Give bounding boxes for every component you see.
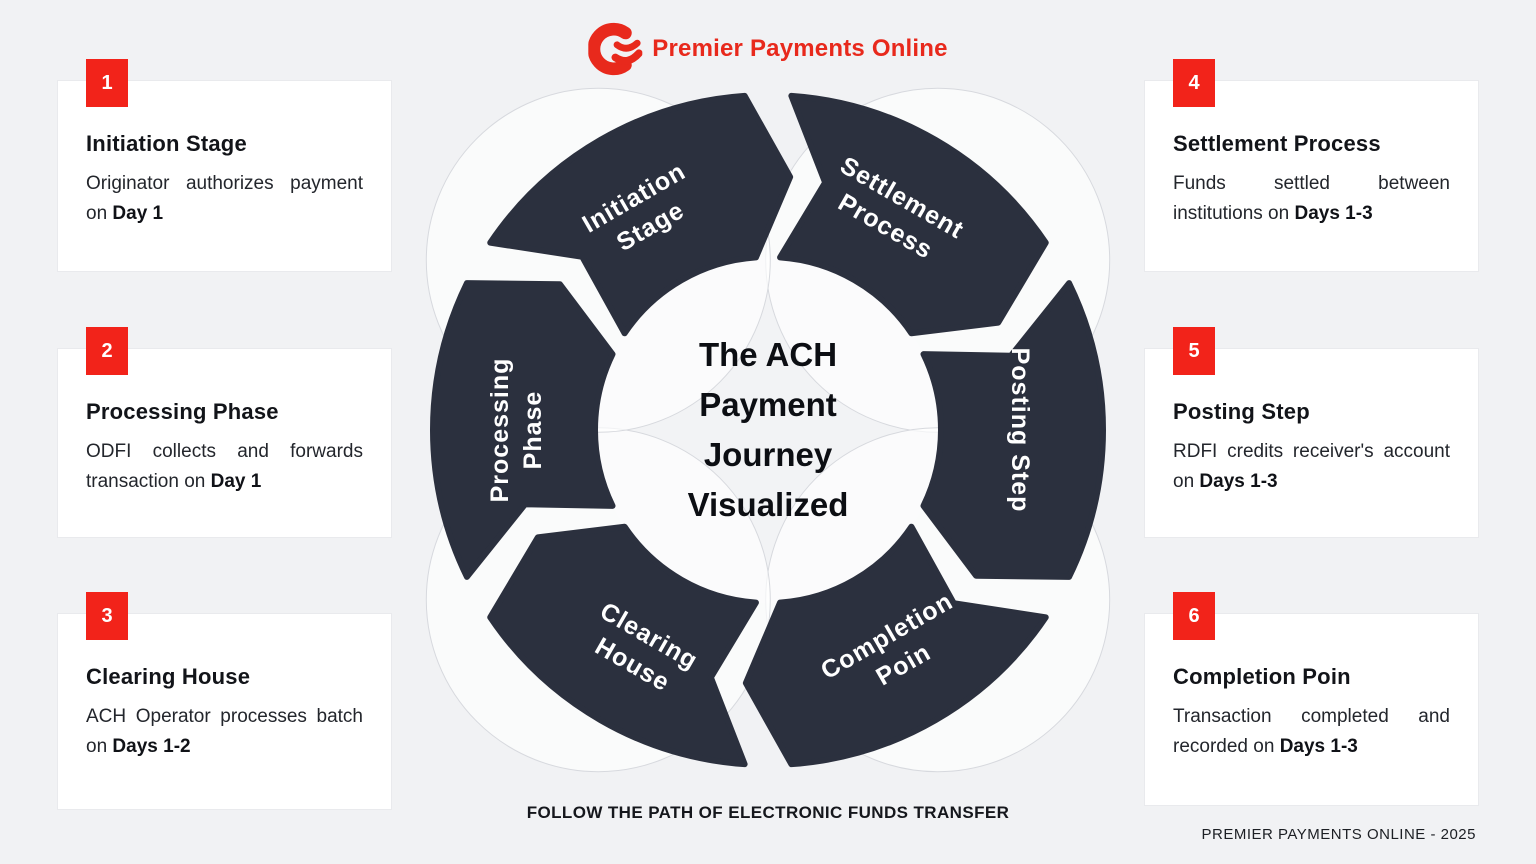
diagram-center-title: The ACH Payment Journey Visualized (603, 330, 933, 530)
step-card-body-text: Originator authorizes payment on (86, 173, 363, 224)
step-card-title: Processing Phase (86, 399, 279, 424)
step-card-body: Funds settled between institutions on Da… (1173, 169, 1450, 229)
step-card-body-text: RDFI credits receiver's account on (1173, 441, 1450, 492)
step-card-2: 2 Processing Phase ODFI collects and for… (57, 327, 392, 538)
step-card-title: Settlement Process (1173, 131, 1381, 156)
step-number-badge: 4 (1173, 59, 1215, 107)
brand-logo-icon (588, 22, 643, 76)
step-card-day-highlight: Day 1 (112, 203, 164, 224)
ring-segment-settlement-process (777, 92, 1049, 337)
step-card-body: ODFI collects and forwards transaction o… (86, 437, 363, 497)
step-card-3: 3 Clearing House ACH Operator processes … (57, 592, 392, 810)
step-card-day-highlight: Days 1-3 (1294, 203, 1373, 224)
brand-logo: Premier Payments Online (588, 22, 947, 76)
ring-segment-label-posting-step: Posting Step (1006, 348, 1034, 513)
step-card-5: 5 Posting Step RDFI credits receiver's a… (1144, 327, 1479, 538)
step-number-badge: 5 (1173, 327, 1215, 375)
footer-credit: PREMIER PAYMENTS ONLINE - 2025 (1201, 826, 1476, 843)
brand-logo-text: Premier Payments Online (652, 35, 948, 62)
ring-segment-processing-phase (429, 280, 616, 580)
step-number-badge: 2 (86, 327, 128, 375)
footer-tagline: FOLLOW THE PATH OF ELECTRONIC FUNDS TRAN… (526, 803, 1010, 822)
step-card-title: Posting Step (1173, 399, 1310, 424)
ring-segment-clearing-house (487, 523, 759, 768)
step-card-day-highlight: Day 1 (210, 471, 262, 492)
step-card-6: 6 Completion Poin Transaction completed … (1144, 592, 1479, 806)
center-title-line: Visualized (687, 486, 849, 523)
step-card-body-text: ACH Operator processes batch on (86, 706, 363, 757)
step-card-body: ACH Operator processes batch on Days 1-2 (86, 702, 363, 762)
step-card-body: Transaction completed and recorded on Da… (1173, 702, 1450, 762)
ring-segment-completion-poin (742, 523, 1049, 768)
step-card-day-highlight: Days 1-2 (112, 736, 191, 757)
step-card-body-text: ODFI collects and forwards transaction o… (86, 441, 363, 492)
center-title-line: Payment (699, 386, 837, 423)
ring-segment-posting-step (920, 280, 1107, 580)
step-card-day-highlight: Days 1-3 (1199, 471, 1278, 492)
center-title-line: The ACH (698, 336, 838, 373)
step-number-badge: 6 (1173, 592, 1215, 640)
step-number-badge: 3 (86, 592, 128, 640)
step-card-1: 1 Initiation Stage Originator authorizes… (57, 59, 392, 272)
center-title-line: Journey (703, 436, 833, 473)
step-card-title: Initiation Stage (86, 131, 247, 156)
step-card-title: Clearing House (86, 664, 251, 689)
step-card-4: 4 Settlement Process Funds settled betwe… (1144, 59, 1479, 272)
step-card-title: Completion Poin (1173, 664, 1351, 689)
step-card-body: RDFI credits receiver's account on Days … (1173, 437, 1450, 497)
step-card-body: Originator authorizes payment on Day 1 (86, 169, 363, 229)
step-card-body-text: Transaction completed and recorded on (1173, 706, 1450, 757)
step-card-day-highlight: Days 1-3 (1279, 736, 1358, 757)
ring-segment-initiation-stage (487, 92, 794, 337)
step-number-badge: 1 (86, 59, 128, 107)
step-card-body-text: Funds settled between institutions on (1173, 173, 1450, 224)
